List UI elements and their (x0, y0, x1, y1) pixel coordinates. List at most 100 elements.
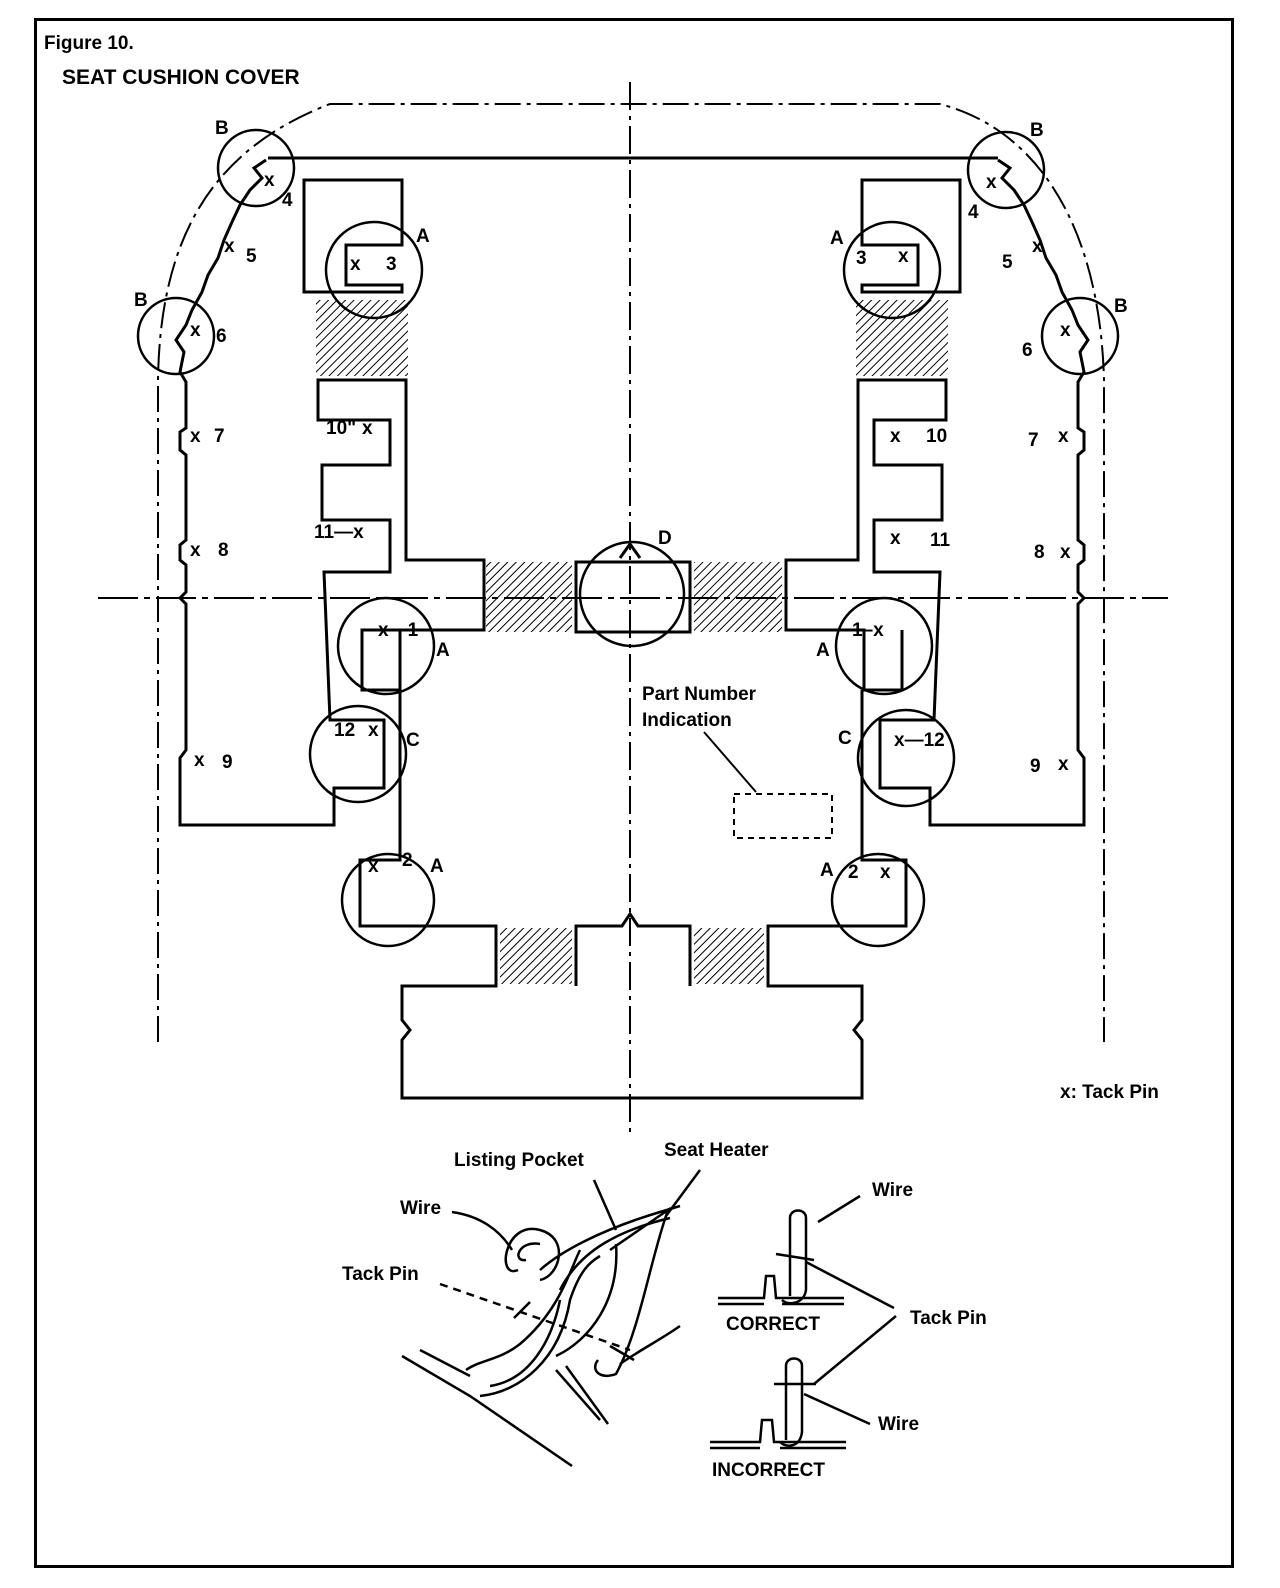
tack-x: x (350, 254, 361, 275)
circle-b-top-left (216, 128, 296, 208)
circle-b-mid-right (1040, 296, 1120, 376)
lower-body (358, 690, 908, 1100)
tack-x: x (194, 750, 205, 771)
outer-outline (157, 103, 1105, 1042)
label-11-x: 11—x (314, 522, 364, 543)
circle-b-top-right (966, 130, 1046, 210)
detail-circles (136, 128, 1120, 948)
label-b: B (1030, 120, 1044, 141)
tack-x: x (190, 426, 201, 447)
right-side-strip (784, 158, 1090, 827)
correct-label: CORRECT (726, 1314, 820, 1335)
tack-x: x (986, 172, 997, 193)
listing-pocket-label: Listing Pocket (454, 1150, 585, 1171)
left-side-strip (174, 158, 486, 827)
wire-label: Wire (400, 1198, 441, 1219)
label-a: A (416, 226, 430, 247)
label-10-inch: 10" (326, 418, 356, 439)
circle-b-mid-left (136, 296, 216, 376)
label-6: 6 (1022, 340, 1033, 361)
label-c: C (406, 730, 420, 751)
d-arrow-top (618, 541, 642, 559)
tack-x: x (264, 170, 275, 191)
incorrect-label: INCORRECT (712, 1460, 825, 1481)
tack-x: x (368, 720, 379, 741)
label-4: 4 (282, 190, 293, 211)
tack-x: x (1060, 320, 1071, 341)
label-b: B (134, 290, 148, 311)
label-1-x: 1–x (852, 620, 884, 641)
listing-pocket-detail (401, 1169, 702, 1468)
wire-label: Wire (872, 1180, 913, 1201)
tack-x: x (890, 426, 901, 447)
right-top-tab (860, 178, 962, 294)
part-number-label: Part Number (642, 684, 757, 705)
tack-x: x (1058, 754, 1069, 775)
center-d-tab (574, 560, 692, 634)
tack-x: x (190, 320, 201, 341)
circle-d (578, 540, 686, 648)
seat-heater-label: Seat Heater (664, 1140, 769, 1161)
label-3: 3 (856, 248, 867, 269)
label-11: 11 (930, 530, 951, 551)
tack-pin-label: Tack Pin (342, 1264, 419, 1285)
circle-a-low-right (830, 852, 926, 948)
label-a: A (430, 856, 444, 877)
tack-x: x (1032, 236, 1043, 257)
part-number-label: Indication (642, 710, 732, 731)
part-number-box (733, 793, 833, 839)
label-10: 10 (926, 426, 947, 447)
circle-c-right (856, 708, 956, 808)
label-6: 6 (216, 326, 227, 347)
tack-x: x (362, 418, 373, 439)
label-8: 8 (1034, 542, 1045, 563)
bottom-hatch-right (694, 928, 764, 984)
tack-x: x (368, 856, 379, 877)
figure-frame (34, 18, 1234, 1568)
label-b: B (1114, 296, 1128, 317)
label-5: 5 (246, 246, 257, 267)
center-hatch-right (694, 562, 782, 632)
label-9: 9 (222, 752, 233, 773)
label-c: C (838, 728, 852, 749)
figure-label: Figure 10. (44, 33, 134, 54)
circle-a-mid-left (336, 596, 436, 696)
label-a: A (436, 640, 450, 661)
label-12: 12 (334, 720, 355, 741)
tack-x: x (1058, 426, 1069, 447)
figure-title: SEAT CUSHION COVER (62, 66, 300, 89)
left-top-tab (302, 178, 404, 294)
label-3: 3 (386, 254, 397, 275)
center-hatch-left (486, 562, 572, 632)
label-b: B (215, 118, 229, 139)
tack-x: x (224, 236, 235, 257)
tack-x: x (1060, 542, 1071, 563)
label-d: D (658, 528, 672, 549)
label-7: 7 (1028, 430, 1039, 451)
legend-tack-pin: x: Tack Pin (1060, 1082, 1159, 1103)
wire-label: Wire (878, 1414, 919, 1435)
bottom-hatch-left (500, 928, 572, 984)
label-2: 2 (402, 850, 413, 871)
tack-x: x (190, 540, 201, 561)
tack-pin-label: Tack Pin (910, 1308, 987, 1329)
label-9: 9 (1030, 756, 1041, 777)
circle-a-mid-right (834, 596, 934, 696)
left-hatch-top (316, 300, 408, 376)
bottom-center-tab (574, 911, 692, 986)
label-4: 4 (968, 202, 979, 223)
part-number-leader (703, 731, 757, 793)
label-a: A (816, 640, 830, 661)
tack-x: x (890, 528, 901, 549)
label-7: 7 (214, 426, 225, 447)
circle-a-top-left (324, 220, 424, 320)
label-x-12: x—12 (894, 730, 945, 751)
label-a: A (830, 228, 844, 249)
label-2: 2 (848, 862, 859, 883)
label-x-1: x—1 (378, 620, 419, 641)
label-a: A (820, 860, 834, 881)
tack-x: x (880, 862, 891, 883)
correct-incorrect-detail (710, 1194, 897, 1450)
tack-x: x (898, 246, 909, 267)
